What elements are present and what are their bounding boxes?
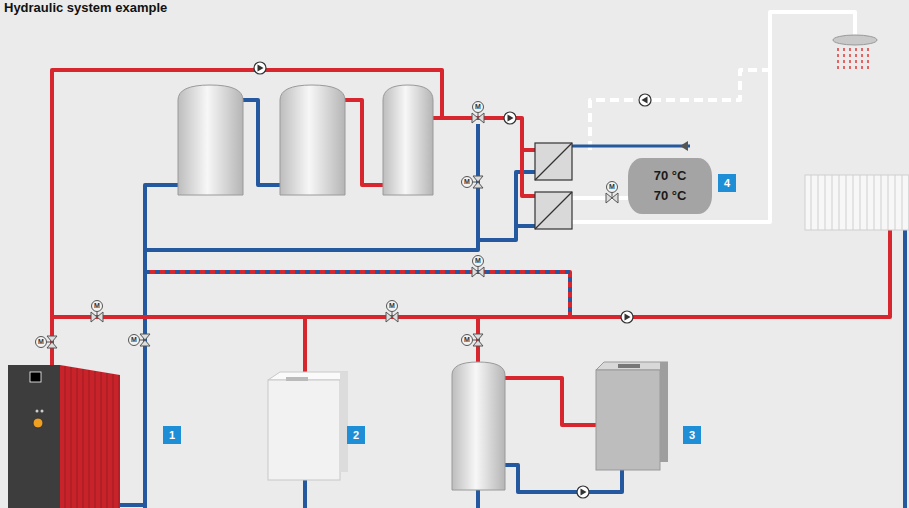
callout-number: 2 — [347, 426, 365, 444]
motor-label: M — [473, 102, 483, 112]
motor-label: M — [462, 335, 472, 345]
motor-label: M — [387, 301, 397, 311]
motor-label: M — [462, 177, 472, 187]
diagram-title: Hydraulic system example — [4, 0, 167, 15]
motor-label: M — [36, 337, 46, 347]
motor-label: M — [92, 301, 102, 311]
motor-label: M — [473, 256, 483, 266]
node-text: 70 °C — [654, 186, 687, 206]
node-text: 2 — [353, 426, 359, 444]
temperature-tank: 70 °C70 °C — [628, 158, 712, 214]
node-text: 70 °C — [654, 166, 687, 186]
callout-number: 3 — [683, 426, 701, 444]
callout-number: 4 — [718, 174, 736, 192]
node-text: 3 — [689, 426, 695, 444]
node-text: 1 — [169, 426, 175, 444]
motor-label: M — [129, 335, 139, 345]
node-text: 4 — [724, 174, 730, 192]
callout-number: 1 — [163, 426, 181, 444]
motor-label: M — [607, 182, 617, 192]
